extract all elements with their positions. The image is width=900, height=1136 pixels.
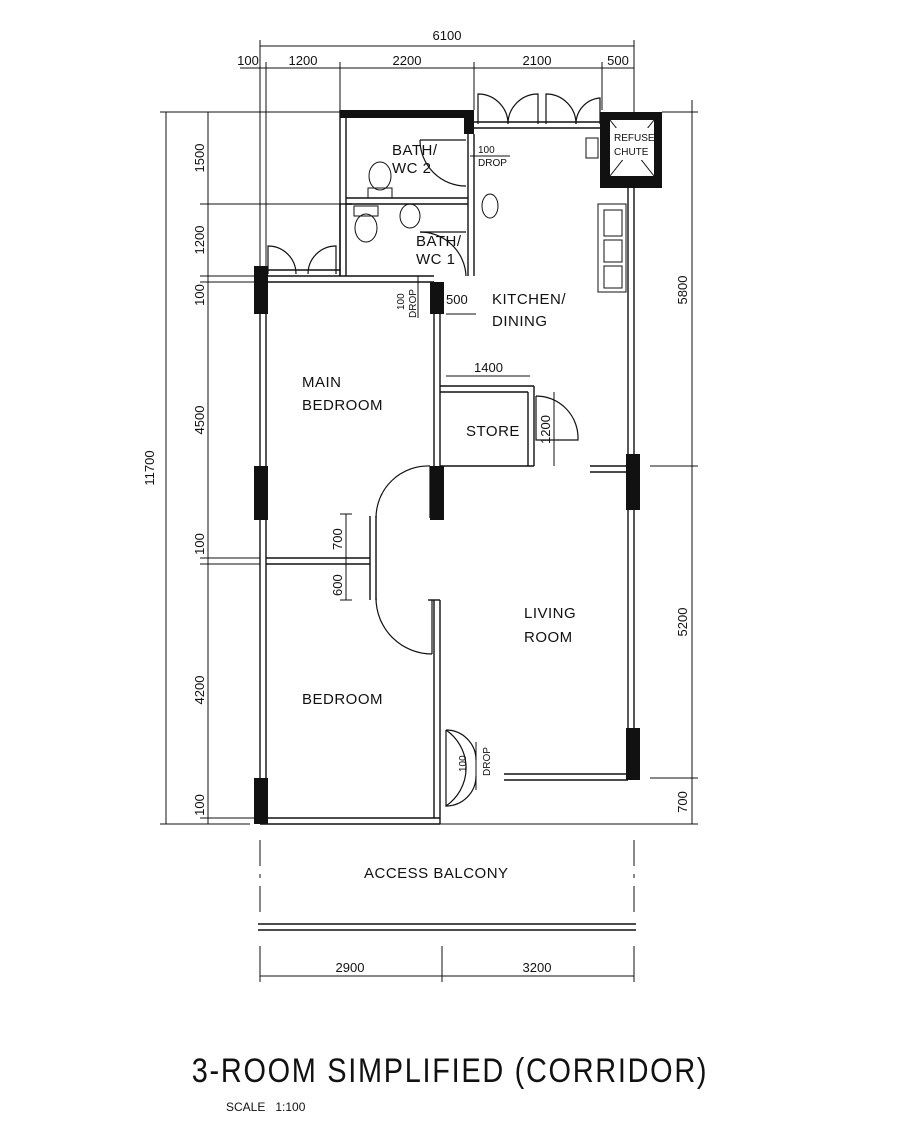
- dim-store-width: 1400: [474, 360, 503, 375]
- dim-bottom-seg-2: 3200: [523, 960, 552, 975]
- dim-door-b: 600: [330, 574, 345, 596]
- bedroom-label: BEDROOM: [302, 691, 383, 708]
- dim-left-seg-6: 4200: [192, 676, 207, 705]
- wc1-drop-value: 100: [396, 293, 407, 310]
- double-doors: [266, 93, 601, 275]
- main-bedroom-line1: MAIN: [302, 374, 342, 391]
- living-room-line2: ROOM: [524, 629, 573, 646]
- dim-right-seg-1: 5800: [675, 276, 690, 305]
- living-drop-value: 100: [458, 755, 469, 772]
- wc1-drop-label: DROP: [408, 289, 419, 318]
- kitchen-label-line2: DINING: [492, 313, 548, 330]
- dim-top-total: 6100: [433, 28, 462, 43]
- dim-left-seg-5: 100: [192, 533, 207, 555]
- right-dimensions: 5800 5200 700: [440, 100, 698, 825]
- bath-wc-2-line1: BATH/: [392, 142, 438, 159]
- store-label: STORE: [466, 423, 520, 440]
- dim-bottom-seg-1: 2900: [336, 960, 365, 975]
- dim-top-seg-1: 100: [237, 53, 259, 68]
- refuse-label-line2: CHUTE: [614, 147, 649, 158]
- scale-value: 1:100: [275, 1100, 306, 1114]
- main-bedroom-line2: BEDROOM: [302, 397, 383, 414]
- bathrooms: 100 DROP BATH/ WC 2 BATH/ WC 1 100 DROP: [339, 110, 510, 318]
- bath-drop-label: DROP: [478, 158, 507, 169]
- top-dimensions: 6100 100 1200 2200 2100 500: [237, 28, 635, 300]
- left-dimensions: 11700 1500 1200 100 4500 100 4200 100: [142, 111, 340, 825]
- scale-label: SCALE: [226, 1100, 266, 1114]
- dim-left-seg-3: 100: [192, 284, 207, 306]
- room-labels: MAIN BEDROOM LIVING ROOM BEDROOM: [302, 374, 576, 708]
- bath-drop-value: 100: [478, 145, 495, 156]
- kitchen-label-line1: KITCHEN/: [492, 291, 566, 308]
- kitchen: 500 KITCHEN/ DINING: [446, 203, 627, 330]
- dim-top-seg-3: 2200: [393, 53, 422, 68]
- dim-right-seg-2: 5200: [675, 608, 690, 637]
- living-drop-label: DROP: [482, 747, 493, 776]
- dim-left-seg-7: 100: [192, 794, 207, 816]
- living-room-line1: LIVING: [524, 605, 576, 622]
- bath-wc-1-line2: WC 1: [416, 251, 456, 268]
- store: 1400 1200 STORE: [440, 360, 628, 473]
- dim-door-a: 700: [330, 528, 345, 550]
- bottom-dimensions: 2900 3200: [259, 946, 635, 982]
- dim-left-seg-1: 1500: [192, 144, 207, 173]
- dim-top-seg-5: 500: [607, 53, 629, 68]
- access-balcony-label: ACCESS BALCONY: [364, 865, 509, 882]
- refuse-chute: REFUSE CHUTE: [585, 112, 662, 188]
- scale-note: SCALE 1:100: [226, 1100, 305, 1114]
- dim-top-seg-2: 1200: [289, 53, 318, 68]
- bath-wc-1-line1: BATH/: [416, 233, 462, 250]
- dim-left-total: 11700: [142, 450, 157, 485]
- dim-left-seg-4: 4500: [192, 406, 207, 435]
- dim-kitchen-step: 500: [446, 292, 468, 307]
- dim-left-seg-2: 1200: [192, 226, 207, 255]
- partitions: 700 600: [266, 314, 441, 655]
- dim-right-seg-3: 700: [675, 791, 690, 813]
- main-entrance: 100 DROP: [445, 729, 493, 808]
- dim-top-seg-4: 2100: [523, 53, 552, 68]
- plan-title: 3-ROOM SIMPLIFIED (CORRIDOR): [191, 1052, 709, 1090]
- bath-wc-2-line2: WC 2: [392, 160, 432, 177]
- outer-walls: [254, 110, 640, 825]
- access-balcony: ACCESS BALCONY: [258, 823, 636, 931]
- refuse-label-line1: REFUSE: [614, 133, 655, 144]
- dim-store-height: 1200: [538, 415, 553, 444]
